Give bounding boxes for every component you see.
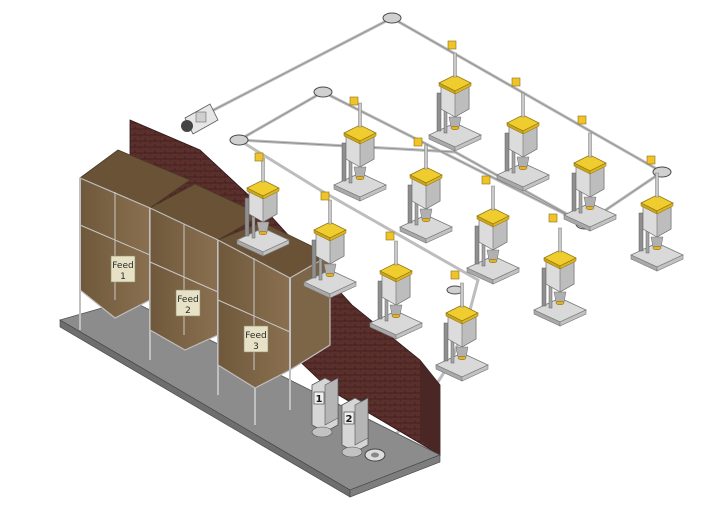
doser-1-number: 1 (316, 394, 323, 405)
feeder-8 (533, 227, 587, 327)
feeder-5 (333, 102, 387, 202)
feed-bin-2: Feed 2 (149, 183, 263, 395)
feed-bin-3-label-line2: 3 (253, 342, 259, 352)
feed-bin-2-label-plate (175, 289, 201, 317)
feeder-6 (399, 144, 453, 244)
feed-bin-1-label-line2: 1 (120, 272, 126, 282)
feed-bin-1-label-plate (110, 255, 136, 283)
doser-1-number-plate (313, 391, 325, 405)
feed-bin-1-label-line1: Feed (112, 261, 133, 271)
drive-motor (181, 103, 219, 135)
feeder-12 (435, 282, 489, 382)
collector-wheel (364, 448, 386, 462)
feeder-2 (496, 92, 550, 192)
feed-bin-3-label-plate (243, 325, 269, 353)
feeder-1 (428, 52, 482, 152)
feeder-7 (466, 185, 520, 285)
doser-2-number-plate (343, 411, 355, 425)
doser-2-number: 2 (346, 414, 353, 425)
feeder-11 (369, 240, 423, 340)
feed-bin-1: Feed 1 (79, 149, 191, 360)
feed-bin-3-label-line1: Feed (245, 331, 266, 341)
feeder-3 (563, 132, 617, 232)
feed-bin-2-label-line2: 2 (185, 306, 191, 316)
feeder-10 (303, 199, 357, 299)
doser-2: 2 (341, 397, 369, 458)
feeder-9 (236, 157, 290, 257)
doser-1: 1 (311, 377, 339, 438)
feed-bin-2-label-line1: Feed (177, 295, 198, 305)
